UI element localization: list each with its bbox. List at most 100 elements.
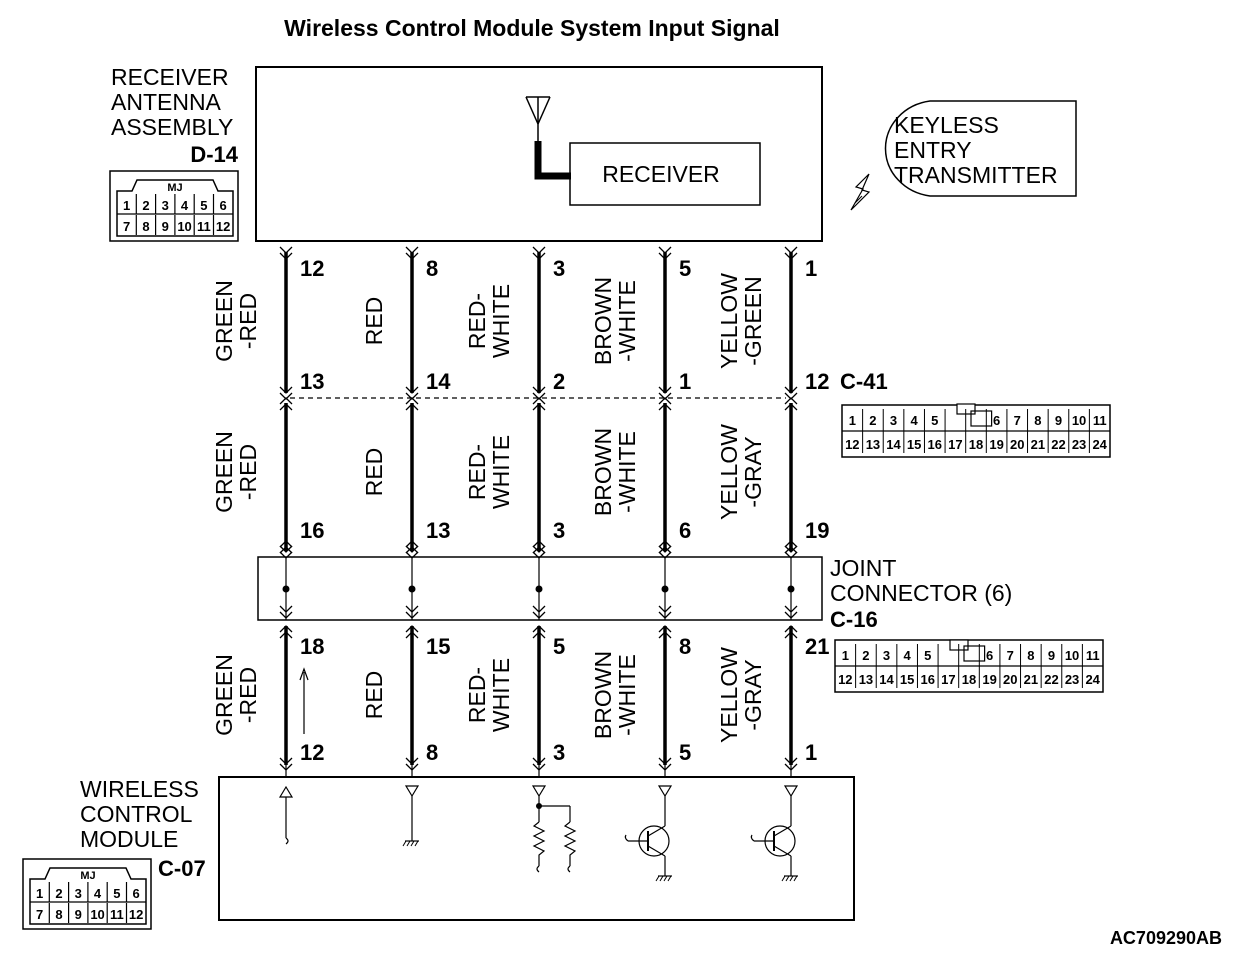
c16-pin-cell: 21: [1024, 672, 1038, 687]
transmitter-label-line1: KEYLESS: [894, 112, 999, 138]
wire-color-label: -WHITE: [614, 654, 640, 736]
d14-mj-mark: MJ: [167, 182, 182, 194]
c16-pin-cell: 4: [904, 648, 912, 663]
c41-pin-cell: 12: [845, 437, 859, 452]
joint-connector-label-line1: JOINT: [830, 555, 896, 581]
c07-pin-cell: 10: [90, 907, 104, 922]
module-label-line1: WIRELESS: [80, 776, 199, 802]
pin-number-c16-bottom: 21: [805, 634, 829, 659]
pin-number-d14: 1: [805, 256, 817, 281]
c41-pin-cell: 17: [948, 437, 962, 452]
transmitter-label-line2: ENTRY: [894, 137, 972, 163]
c16-pin-cell: 7: [1007, 648, 1014, 663]
resistor-icon-2: [563, 821, 577, 866]
wire-color-label: GREEN: [211, 280, 237, 362]
d14-pin-cell: 11: [197, 219, 211, 234]
d14-pin-cell: 9: [162, 219, 169, 234]
c41-pin-cell: 22: [1051, 437, 1065, 452]
c41-pin-cell: 2: [869, 413, 876, 428]
pin-number-d14: 3: [553, 256, 565, 281]
wire-color-label: GREEN: [211, 654, 237, 736]
d14-pin-cell: 4: [181, 198, 189, 213]
c41-pin-cell: 19: [989, 437, 1003, 452]
module-label-line3: MODULE: [80, 826, 178, 852]
d14-connector-id: D-14: [190, 142, 238, 167]
transistor-icon-2: [750, 825, 796, 857]
wireless-control-module-box: [218, 776, 855, 921]
pin-number-c16-bottom: 8: [679, 634, 691, 659]
keyless-entry-transmitter-outline: [884, 100, 1077, 197]
receiver-assembly-label-line3: ASSEMBLY: [111, 114, 233, 140]
c16-pin-cell: 1: [842, 648, 849, 663]
c41-pin-cell: 10: [1072, 413, 1086, 428]
wire-color-label: -GRAY: [740, 436, 766, 507]
wire-color-label: BROWN: [590, 651, 616, 739]
pin-number-c07: 1: [805, 740, 817, 765]
d14-pin-cell: 10: [177, 219, 191, 234]
c41-pin-cell: 4: [911, 413, 919, 428]
ground-icon: [402, 840, 419, 847]
c41-pin-cell: 13: [866, 437, 880, 452]
c16-pin-cell: 3: [883, 648, 890, 663]
pin-number-c16-bottom: 18: [300, 634, 324, 659]
pin-number-d14: 5: [679, 256, 691, 281]
c41-pin-cell: 3: [890, 413, 897, 428]
c16-pin-cell: 12: [838, 672, 852, 687]
c16-pin-cell: 8: [1027, 648, 1034, 663]
c41-pin-cell: 9: [1055, 413, 1062, 428]
junction-dot: [787, 585, 795, 593]
pin-number-c07: 5: [679, 740, 691, 765]
wire-5: 11219211YELLOW-GREENYELLOW-GRAYYELLOW-GR…: [716, 246, 829, 777]
d14-pin-cell: 7: [123, 219, 130, 234]
c41-pin-cell: 5: [931, 413, 938, 428]
c41-pin-cell: 23: [1072, 437, 1086, 452]
pin-number-c41-bottom: 16: [300, 518, 324, 543]
c07-pin-cell: 6: [133, 886, 140, 901]
receiver-assembly-label-line2: ANTENNA: [111, 89, 222, 115]
c07-pin-cell: 2: [55, 886, 62, 901]
wire-color-label: YELLOW: [716, 647, 742, 743]
wire-color-label: RED-: [464, 444, 490, 500]
wire-color-label: GREEN: [211, 431, 237, 513]
c41-pin-cell: 24: [1092, 437, 1107, 452]
c41-pin-cell: 7: [1014, 413, 1021, 428]
signal-direction-arrow-icon: [299, 667, 309, 734]
wire-color-label: WHITE: [488, 658, 514, 732]
d14-pin-cell: 5: [200, 198, 207, 213]
wire-color-label: RED-: [464, 667, 490, 723]
module-label-line2: CONTROL: [80, 801, 193, 827]
c07-pin-cell: 11: [110, 907, 124, 922]
c41-pin-cell: 20: [1010, 437, 1024, 452]
c07-pin-cell: 5: [113, 886, 120, 901]
resistor-icon: [532, 821, 546, 866]
wire-color-label: BROWN: [590, 428, 616, 516]
c16-pin-cell: 19: [982, 672, 996, 687]
c41-key-slot: [970, 410, 993, 427]
c07-pin-cell: 3: [75, 886, 82, 901]
c16-pin-cell: 14: [879, 672, 894, 687]
signal-tick-icon: [854, 195, 863, 204]
pin-number-c16-bottom: 15: [426, 634, 450, 659]
d14-pin-cell: 3: [162, 198, 169, 213]
wire-color-label: RED: [361, 297, 387, 346]
pin-number-c41-top: 14: [426, 369, 451, 394]
receiver-assembly-label-line1: RECEIVER: [111, 64, 229, 90]
c16-pin-cell: 6: [986, 648, 993, 663]
c07-pin-cell: 12: [129, 907, 143, 922]
diagram-title: Wireless Control Module System Input Sig…: [284, 15, 780, 41]
c41-pin-cell: 6: [993, 413, 1000, 428]
c07-connector-id: C-07: [158, 856, 206, 881]
c41-pin-cell: 18: [969, 437, 983, 452]
c07-pin-cell: 4: [94, 886, 102, 901]
c16-key-slot: [963, 645, 986, 662]
wire-color-label: -RED: [235, 667, 261, 723]
c16-pin-cell: 2: [862, 648, 869, 663]
d14-pin-cell: 6: [220, 198, 227, 213]
wire-color-label: -RED: [235, 293, 261, 349]
wire-color-label: -WHITE: [614, 280, 640, 362]
